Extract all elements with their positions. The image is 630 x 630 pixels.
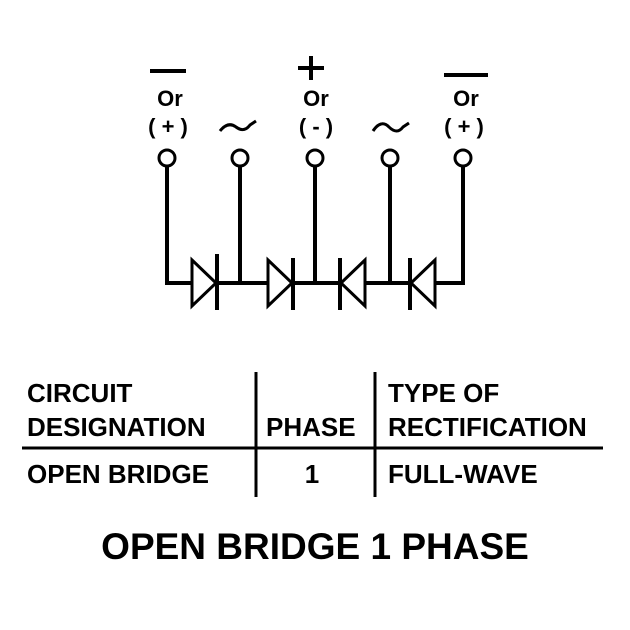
alt-polarity-1: ( + ) [148, 114, 188, 139]
terminal-4 [380, 148, 400, 168]
header-circuit: CIRCUIT [27, 378, 133, 408]
diode-4 [408, 256, 437, 310]
cell-designation: OPEN BRIDGE [27, 459, 210, 489]
terminal-3 [305, 148, 325, 168]
alt-polarity-3: ( + ) [444, 114, 484, 139]
header-designation: DESIGNATION [27, 412, 206, 442]
wires [165, 166, 465, 285]
or-label-1: Or [157, 86, 183, 111]
diagram-title: OPEN BRIDGE 1 PHASE [101, 526, 529, 567]
diode-2 [266, 256, 295, 310]
plus-sign [298, 56, 324, 80]
alt-polarity-2: ( - ) [298, 114, 334, 139]
terminal-2 [230, 148, 250, 168]
ac-symbol-2 [371, 121, 410, 133]
header-type-of: TYPE OF [388, 378, 500, 408]
ac-symbol-1 [218, 119, 257, 132]
terminal-1 [157, 148, 177, 168]
or-label-2: Or [303, 86, 329, 111]
terminal-5 [453, 148, 473, 168]
diode-1 [190, 256, 219, 310]
diode-3 [338, 256, 367, 310]
cell-phase: 1 [304, 459, 320, 489]
header-rectification: RECTIFICATION [388, 412, 587, 442]
cell-rectification: FULL-WAVE [388, 459, 538, 489]
or-label-3: Or [453, 86, 479, 111]
header-phase: PHASE [266, 412, 356, 442]
